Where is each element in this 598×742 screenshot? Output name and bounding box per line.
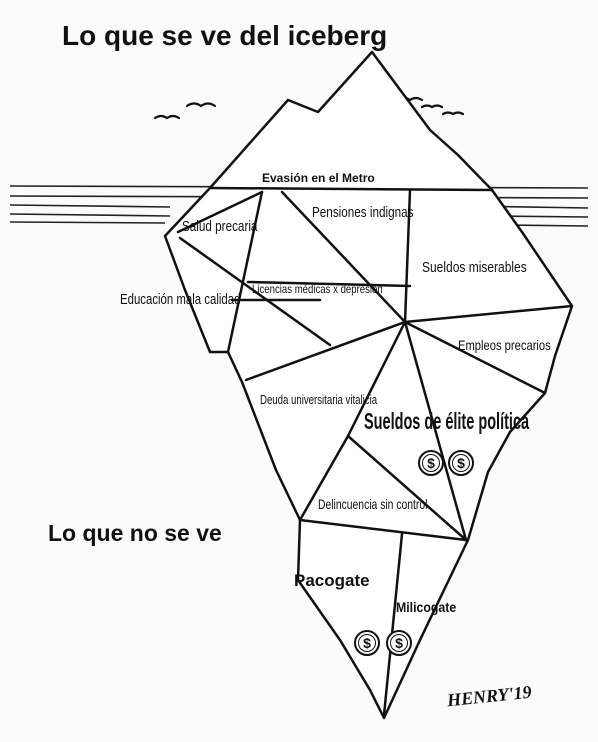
label-delincuencia-wrap: Delincuencia sin control [318, 497, 466, 513]
label-empleos-wrap: Empleos precarios [458, 338, 574, 354]
label-licencias-wrap: Licencias médicas x depresión [252, 281, 415, 297]
label-pacogate: Pacogate [294, 571, 370, 590]
label-licencias-medicas: Licencias médicas x depresión [252, 282, 383, 296]
label-pensiones-wrap: Pensiones indignas [312, 205, 442, 221]
label-delincuencia-sin-control: Delincuencia sin control [318, 496, 428, 512]
iceberg-divisions [176, 186, 574, 717]
coin-symbol: $ [390, 634, 408, 652]
label-evasion-metro: Evasión en el Metro [262, 171, 375, 185]
label-milicogate-wrap: Milicogate [396, 600, 464, 616]
coin-symbol: $ [422, 454, 440, 472]
label-educacion-mala-calidad: Educación mala calidad [120, 291, 241, 308]
label-sueldos-miserables: Sueldos miserables [422, 259, 527, 276]
label-sueldos-elite-politica: Sueldos de élite política [364, 408, 530, 434]
label-empleos-precarios: Empleos precarios [458, 337, 551, 353]
label-salud-precaria-wrap: Salud precaria [182, 219, 279, 235]
label-milicogate: Milicogate [396, 599, 457, 615]
title-top: Lo que se ve del iceberg [62, 20, 388, 51]
dollar-coin-icon: $ [418, 450, 444, 476]
label-salud-precaria: Salud precaria [182, 218, 258, 235]
label-deuda-universitaria: Deuda universitaria vitalicia [260, 392, 378, 407]
coin-symbol: $ [452, 454, 470, 472]
title-bottom: Lo que no se ve [48, 520, 222, 546]
label-sueldos-miserables-wrap: Sueldos miserables [422, 260, 553, 276]
iceberg-outline [163, 50, 574, 720]
label-educacion-wrap: Educación mala calidad [120, 292, 278, 308]
dollar-coin-icon: $ [354, 630, 380, 656]
dollar-coin-icon: $ [448, 450, 474, 476]
dollar-coin-icon: $ [386, 630, 412, 656]
label-sueldos-elite-wrap: Sueldos de élite política [364, 410, 598, 433]
label-pensiones-indignas: Pensiones indignas [312, 204, 414, 221]
label-deuda-wrap: Deuda universitaria vitalicia [260, 392, 418, 408]
coin-symbol: $ [358, 634, 376, 652]
